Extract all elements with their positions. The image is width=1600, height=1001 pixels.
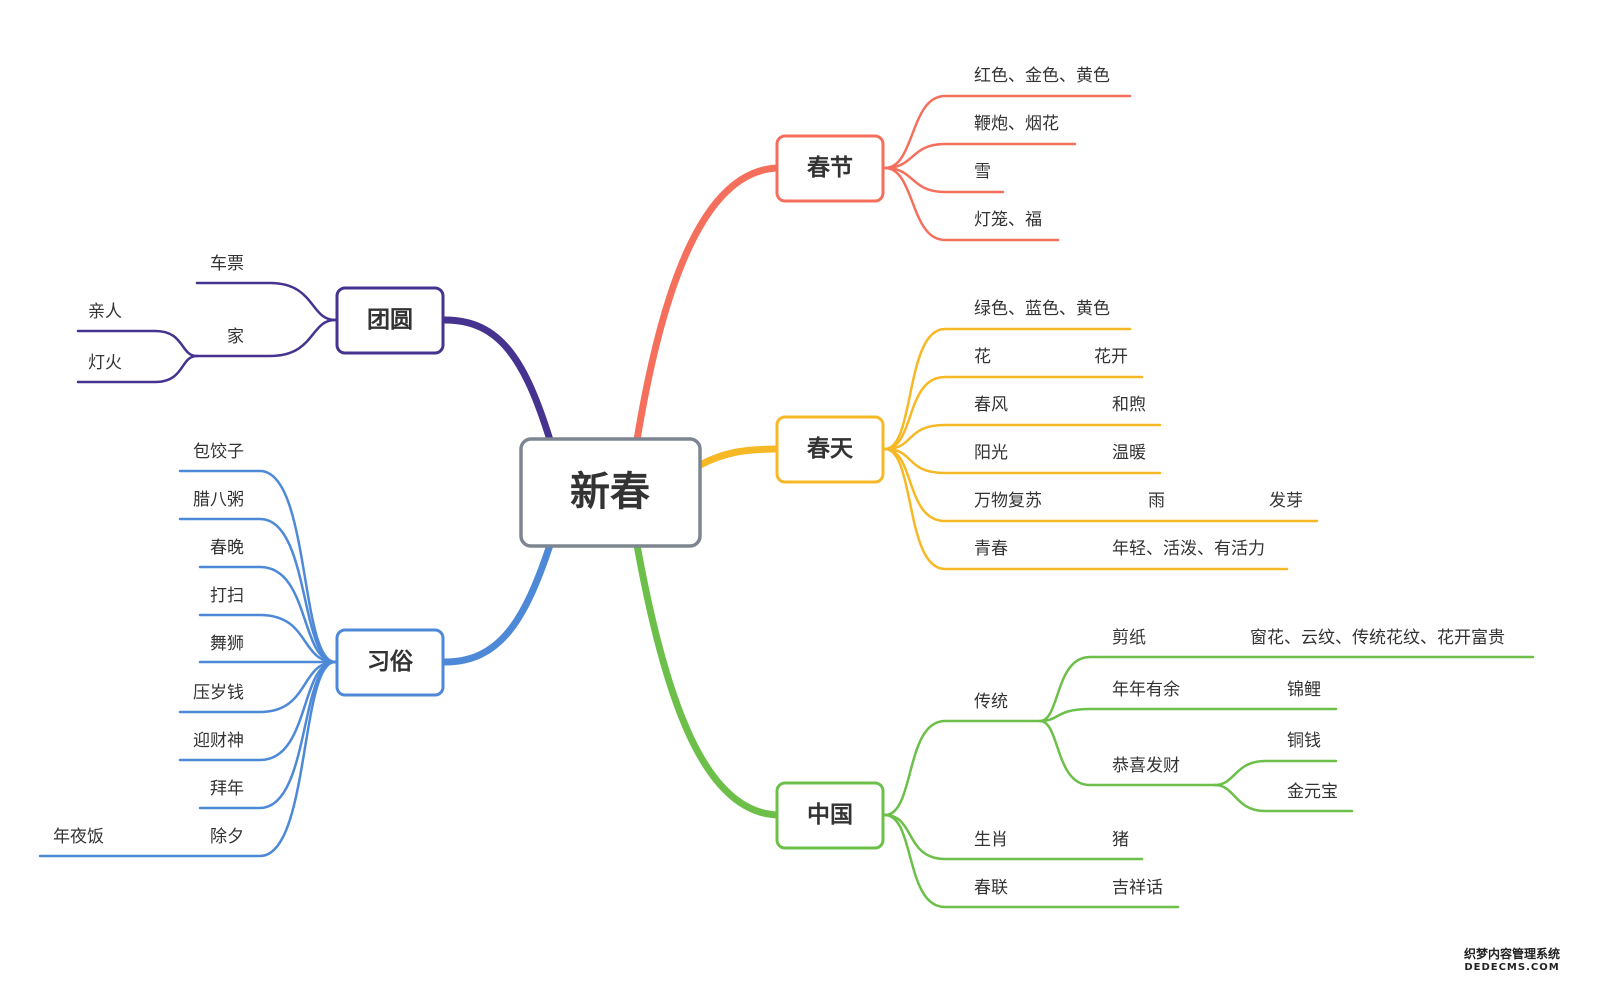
chuntian-youth-label[interactable]: 青春	[974, 539, 1008, 559]
center-label: 新春	[570, 469, 650, 515]
branch-tuanyuan-relatives	[76, 329, 199, 358]
branch-chunjie-1	[883, 94, 1132, 170]
branch-xisu-4	[198, 613, 337, 664]
center-node[interactable]: 新春	[519, 437, 702, 548]
zhongguo-gxfc-sub1-label[interactable]: 铜钱	[1287, 731, 1321, 751]
branch-chuntian	[696, 445, 784, 469]
tuanyuan-home-label[interactable]: 家	[227, 327, 244, 347]
branch-zhongguo-papercut	[1038, 655, 1535, 723]
branch-chuntian-1	[883, 327, 1132, 451]
zhongguo-couplet-label[interactable]: 春联	[974, 878, 1008, 898]
chuntian-wind-label[interactable]: 春风	[974, 395, 1008, 415]
xisu-item-label[interactable]: 除夕	[210, 827, 244, 847]
branch-zhongguo-tradition	[883, 719, 1042, 817]
branch-chuntian-5	[883, 447, 1319, 523]
node-chuntian-label: 春天	[806, 436, 854, 462]
branch-chuntian-6	[883, 447, 1289, 571]
node-xisu[interactable]: 习俗	[335, 628, 445, 697]
chunjie-item-label[interactable]: 鞭炮、烟花	[974, 114, 1059, 134]
watermark: 织梦内容管理系统 DEDECMS.COM	[1463, 946, 1560, 973]
branch-tuanyuan	[441, 316, 554, 444]
zhongguo-nnyy-sub-label[interactable]: 锦鲤	[1287, 680, 1321, 700]
branch-zhongguo-gxfc	[1038, 719, 1217, 787]
chuntian-flower-label[interactable]: 花	[974, 347, 991, 367]
branch-zhongguo-zodiac	[883, 813, 1144, 861]
branch-chuntian-2	[883, 375, 1144, 451]
zhongguo-zodiac-sub-label[interactable]: 猪	[1112, 830, 1129, 850]
tuanyuan-relatives-label[interactable]: 亲人	[88, 302, 122, 322]
branch-xisu-1	[178, 469, 337, 664]
node-xisu-label: 习俗	[367, 649, 414, 675]
xisu-item-label[interactable]: 拜年	[210, 779, 244, 799]
xisu-item-label[interactable]: 舞狮	[210, 634, 244, 654]
branch-chunjie-3	[883, 166, 1005, 194]
branch-xisu-6	[178, 660, 337, 714]
zhongguo-zodiac-label[interactable]: 生肖	[974, 830, 1008, 850]
xisu-item-label[interactable]: 压岁钱	[193, 683, 244, 703]
node-chunjie[interactable]: 春节	[775, 134, 885, 203]
branch-chunjie-4	[883, 166, 1060, 242]
branch-xisu-3	[198, 565, 337, 664]
xisu-item-label[interactable]: 打扫	[210, 586, 244, 606]
xisu-extra-label[interactable]: 年夜饭	[53, 827, 104, 847]
node-chuntian[interactable]: 春天	[775, 415, 885, 484]
xisu-item-label[interactable]: 腊八粥	[193, 490, 244, 510]
chuntian-colors-label[interactable]: 绿色、蓝色、黄色	[974, 299, 1110, 319]
chunjie-item-label[interactable]: 红色、金色、黄色	[974, 66, 1110, 86]
node-zhongguo-label: 中国	[807, 802, 853, 828]
chuntian-revival-sub2-label[interactable]: 发芽	[1269, 491, 1303, 511]
zhongguo-gxfc-sub2-label[interactable]: 金元宝	[1287, 782, 1338, 802]
zhongguo-gxfc-label[interactable]: 恭喜发财	[1112, 756, 1180, 776]
branch-chunjie-2	[883, 142, 1077, 170]
chuntian-youth-sub-label[interactable]: 年轻、活泼、有活力	[1112, 539, 1265, 559]
zhongguo-nnyy-label[interactable]: 年年有余	[1112, 680, 1180, 700]
watermark-line1: 织梦内容管理系统	[1463, 946, 1560, 961]
xisu-item-label[interactable]: 迎财神	[193, 731, 244, 751]
watermark-line2: DEDECMS.COM	[1464, 961, 1560, 973]
tuanyuan-ticket-label[interactable]: 车票	[210, 254, 244, 274]
node-chunjie-label: 春节	[806, 155, 853, 181]
branch-chuntian-4	[883, 447, 1162, 475]
branch-chunjie	[633, 164, 784, 444]
branch-tuanyuan-lights	[76, 354, 199, 384]
branch-xisu-9	[38, 660, 337, 858]
branch-xisu-2	[178, 517, 337, 664]
chuntian-flower-sub-label[interactable]: 花开	[1094, 347, 1128, 367]
zhongguo-couplet-sub-label[interactable]: 吉祥话	[1112, 878, 1163, 898]
chuntian-wind-sub-label[interactable]: 和煦	[1112, 395, 1146, 415]
branch-tuanyuan-ticket	[195, 281, 337, 322]
node-tuanyuan[interactable]: 团圆	[335, 286, 445, 355]
xisu-item-label[interactable]: 春晚	[210, 538, 244, 558]
branch-zhongguo-couplet	[883, 813, 1180, 909]
branch-xisu-7	[178, 660, 337, 762]
branch-zhongguo-gxfc-2	[1213, 783, 1354, 813]
zhongguo-papercut-sub-label[interactable]: 窗花、云纹、传统花纹、花开富贵	[1250, 628, 1505, 648]
zhongguo-papercut-label[interactable]: 剪纸	[1112, 628, 1146, 648]
branch-zhongguo-gxfc-1	[1213, 759, 1338, 787]
chuntian-revival-sub1-label[interactable]: 雨	[1148, 491, 1165, 511]
tuanyuan-lights-label[interactable]: 灯火	[88, 353, 122, 373]
branch-zhongguo	[633, 541, 784, 819]
xisu-item-label[interactable]: 包饺子	[193, 442, 244, 462]
chunjie-item-label[interactable]: 雪	[974, 162, 991, 182]
branch-xisu	[441, 541, 554, 666]
chuntian-revival-label[interactable]: 万物复苏	[974, 491, 1042, 511]
branch-tuanyuan-home	[195, 318, 337, 358]
node-tuanyuan-label: 团圆	[367, 307, 413, 333]
branch-zhongguo-nnyy	[1038, 707, 1338, 723]
chunjie-item-label[interactable]: 灯笼、福	[974, 210, 1042, 230]
chuntian-sun-label[interactable]: 阳光	[974, 443, 1008, 463]
branch-chuntian-3	[883, 423, 1162, 451]
zhongguo-tradition-label[interactable]: 传统	[974, 692, 1008, 712]
node-zhongguo[interactable]: 中国	[775, 781, 885, 850]
chuntian-sun-sub-label[interactable]: 温暖	[1112, 443, 1146, 463]
